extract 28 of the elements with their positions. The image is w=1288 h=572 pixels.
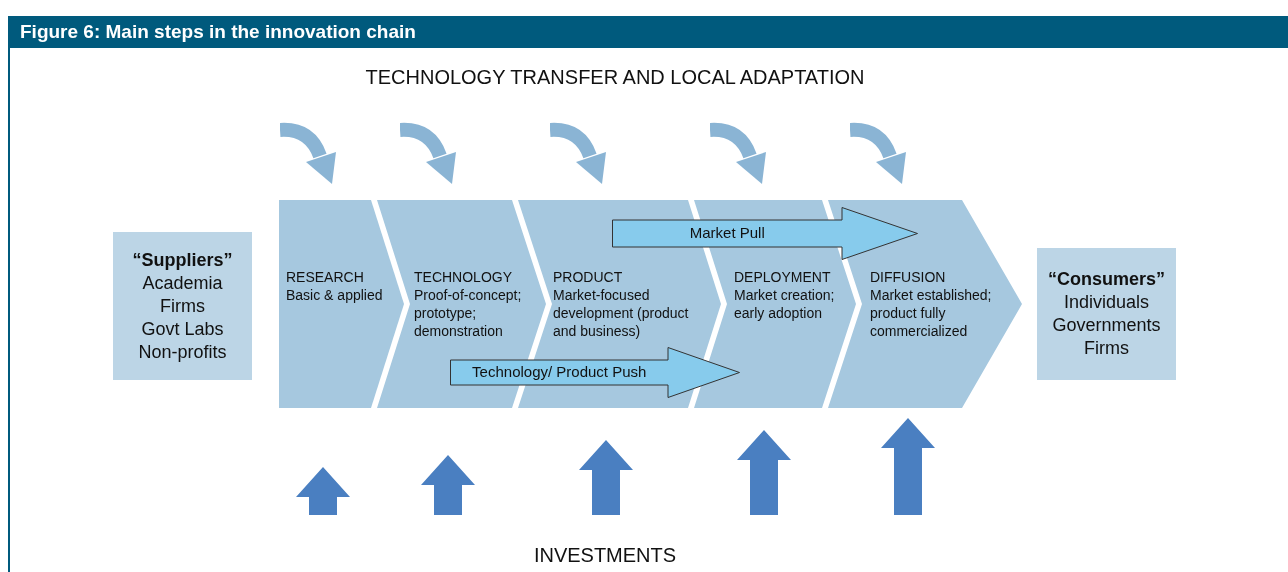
step-heading: PRODUCT	[553, 268, 624, 286]
group-member: Non-profits	[138, 340, 227, 364]
step-heading: DIFFUSION	[870, 268, 947, 286]
step-description: Market-focused development (product and business)	[553, 286, 690, 340]
group-member: Academia	[142, 271, 223, 295]
step-description: Proof-of-concept; prototype; demonstration	[414, 286, 523, 340]
edge-label: Technology/ Product Push	[472, 362, 647, 383]
edge-label: Market Pull	[689, 223, 765, 244]
block-arrow	[450, 347, 740, 398]
bottom-label: INVESTMENTS	[533, 543, 677, 568]
group-member: Governments	[1052, 314, 1161, 337]
group-member: Firms	[1084, 337, 1129, 360]
step-heading: TECHNOLOGY	[414, 268, 513, 286]
step-heading: DEPLOYMENT	[734, 268, 832, 286]
actor-box	[113, 232, 252, 380]
step-heading: RESEARCH	[286, 268, 365, 286]
step-description: Basic & applied	[286, 286, 384, 304]
group-heading: “Consumers”	[1048, 268, 1165, 291]
group-member: Individuals	[1063, 291, 1150, 314]
block-arrow	[612, 207, 918, 260]
group-member: Firms	[160, 294, 205, 318]
group-heading: “Suppliers”	[132, 248, 233, 272]
step-description: Market creation; early adoption	[734, 286, 836, 322]
step-description: Market established; product fully commercialized	[870, 286, 993, 340]
figure-title: Figure 6: Main steps in the innovation chain	[20, 19, 416, 44]
top-label: TECHNOLOGY TRANSFER AND LOCAL ADAPTATION	[365, 65, 865, 90]
actor-box	[1037, 248, 1176, 380]
group-member: Govt Labs	[141, 317, 224, 341]
